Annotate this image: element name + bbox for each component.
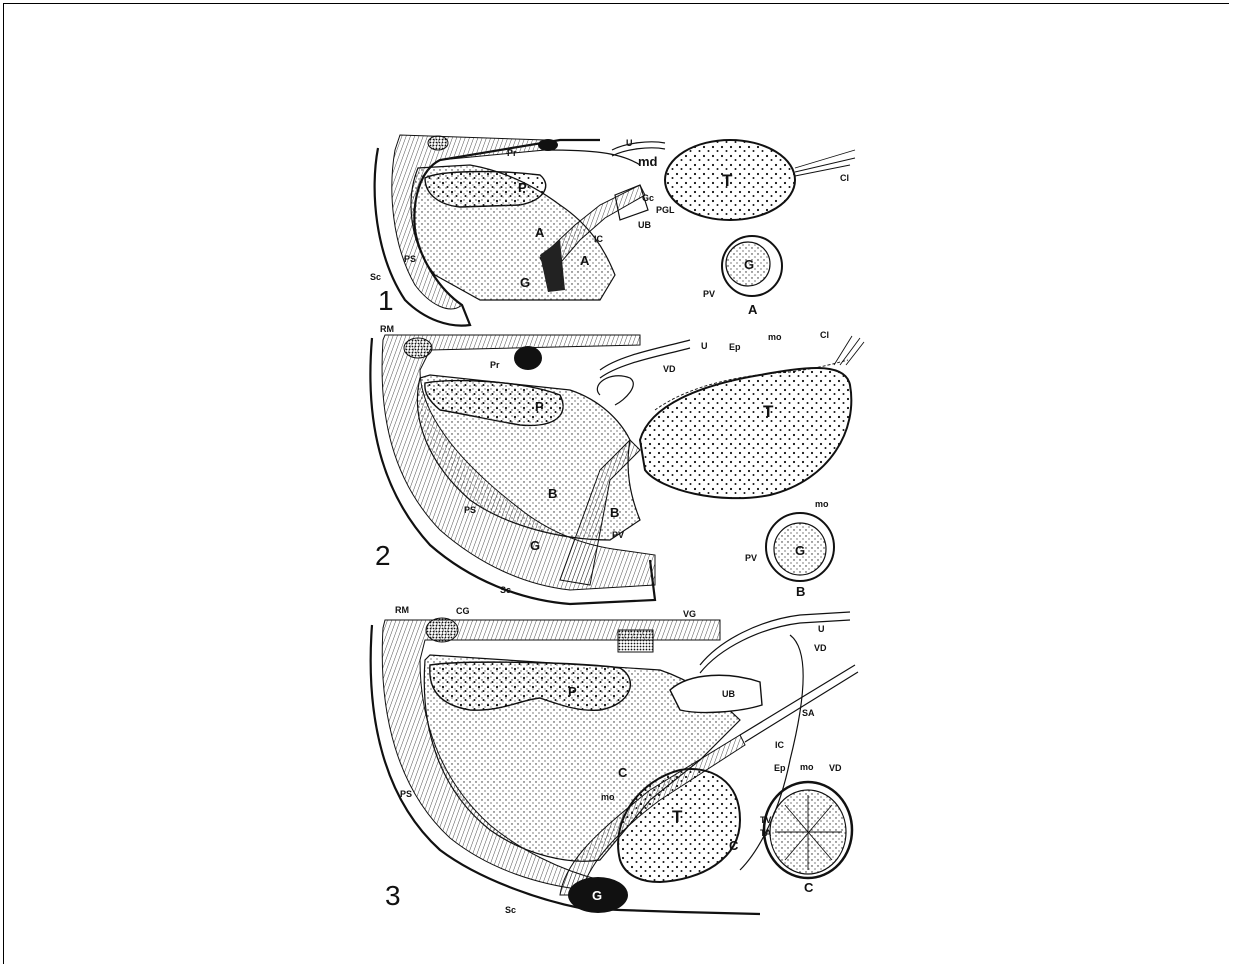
fig3-label-RM: RM [395,605,409,615]
fig2-number: 2 [375,540,391,571]
fig3-inset-label-Ep: Ep [774,763,786,773]
fig2-label-PS: PS [464,505,476,515]
fig2-label-P: P [535,399,544,414]
fig3-label-VD: VD [814,643,827,653]
fig2-label-RM: RM [380,324,394,334]
fig2-label-Pr: Pr [490,360,500,370]
fig1-label-Sc: Sc [370,272,381,282]
fig2-VD-loop [597,376,633,405]
fig3-CG [426,618,458,642]
fig3-inset-label-VD: VD [829,763,842,773]
fig1-label-PGL: PGL [656,205,675,215]
fig1-label-A1: A [535,225,545,240]
fig2-label-U: U [701,341,708,351]
fig2-inset-label-PV: PV [745,553,757,563]
fig2-inset-caption: B [796,584,805,599]
fig2-label-PV: PV [612,530,624,540]
fig3-label-T: T [672,807,683,826]
fig2-inset-label-G: G [795,543,805,558]
fig2-label-B1: B [548,486,557,501]
fig1-inset-label-G: G [744,257,754,272]
fig1-label-PS: PS [404,254,416,264]
figure-3: 3 RM CG VG U VD P UB SA IC C mo T PS Sc … [371,605,858,915]
fig2-label-VD: VD [663,364,676,374]
fig3-label-P: P [568,684,577,699]
fig3-label-Sc: Sc [505,905,516,915]
fig2-label-B2: B [610,505,619,520]
fig1-duct [545,150,640,165]
fig3-UB [670,675,762,712]
fig3-label-C2: C [729,838,739,853]
fig1-label-md: md [638,154,658,169]
fig3-label-U: U [818,624,825,634]
fig2-label-Cl: Cl [820,330,829,340]
fig2-label-T: T [763,402,774,421]
fig2-inset-label-mo: mo [815,499,829,509]
fig2-testis [640,368,851,498]
figure-1: 1 Pr U md T Cl P Gc PGL UB A IC PS Sc G … [370,135,855,326]
fig1-pr-ganglion [538,139,558,151]
fig3-inset-label-mo: mo [800,762,814,772]
fig1-P-body [425,172,546,207]
fig1-number: 1 [378,285,394,316]
figure-2: 2 RM U Ep mo Cl Pr VD P T B B PS PV G Sc… [370,324,864,604]
fig1-label-UB: UB [638,220,651,230]
fig1-label-T: T [722,171,733,190]
fig3-U-tube [700,612,850,673]
fig2-label-Ep: Ep [729,342,741,352]
fig1-label-U: U [626,138,633,148]
fig3-VG [618,630,653,652]
fig3-label-SA: SA [802,708,815,718]
fig3-label-CG: CG [456,606,470,616]
fig3-inset-caption: C [804,880,814,895]
fig1-label-Gc: Gc [642,193,654,203]
fig1-label-G: G [520,275,530,290]
fig3-inset-label-TA: TA [760,828,772,838]
fig1-inset-caption: A [748,302,758,317]
fig1-inset-label-PV: PV [703,289,715,299]
fig3-label-PS: PS [400,789,412,799]
fig3-label-G: G [592,888,602,903]
fig1-label-IC: IC [594,234,604,244]
fig1-label-Pr: Pr [507,148,517,158]
fig3-number: 3 [385,880,401,911]
fig2-cilia [834,336,864,365]
fig1-label-P: P [518,180,527,195]
fig1-ganglion [428,136,448,150]
fig3-label-VG: VG [683,609,696,619]
fig2-ganglion [404,338,432,358]
fig3-label-mo: mo [601,792,615,802]
fig2-label-G: G [530,538,540,553]
fig2-label-mo: mo [768,332,782,342]
fig2-pr-ganglion [514,346,542,370]
fig1-label-A2: A [580,253,590,268]
fig3-inset-label-TV: TV [760,815,772,825]
fig1-label-Cl: Cl [840,173,849,183]
fig3-label-UB: UB [722,689,735,699]
fig2-label-Sc: Sc [500,585,511,595]
fig3-label-IC: IC [775,740,785,750]
fig3-label-C: C [618,765,628,780]
